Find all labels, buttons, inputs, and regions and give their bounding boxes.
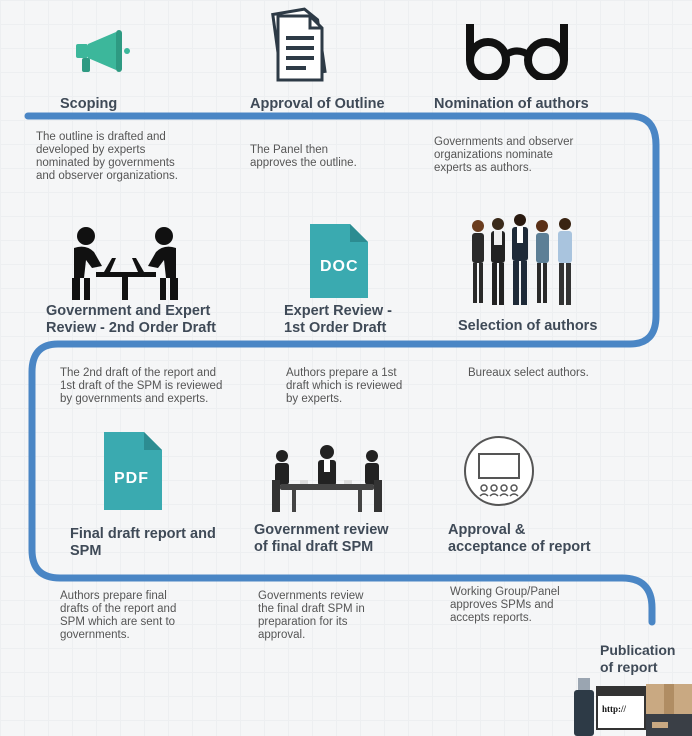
conference-table-icon: [272, 445, 382, 512]
meeting-icon: [72, 227, 178, 300]
step-desc-final-draft: Authors prepare final drafts of the repo…: [60, 590, 177, 641]
step-title-gov-expert-review: Government and Expert Review - 2nd Order…: [46, 303, 217, 336]
megaphone-icon: [76, 30, 130, 72]
step-title-approval-outline: Approval of Outline: [250, 96, 385, 112]
step-title-publication: Publication of report: [600, 642, 676, 675]
pdf-file-label: PDF: [114, 470, 149, 487]
step-title-selection: Selection of authors: [458, 318, 598, 334]
document-stack-icon: [271, 7, 327, 82]
people-group-icon: [472, 214, 572, 305]
step-title-expert-review: Expert Review - 1st Order Draft: [284, 303, 392, 336]
step-title-final-draft: Final draft report and SPM: [70, 526, 216, 559]
doc-file-icon: [310, 224, 368, 298]
step-title-gov-review: Government review of final draft SPM: [254, 522, 389, 555]
usb-drive-icon: [574, 678, 594, 736]
presentation-icon: [464, 436, 534, 506]
step-desc-scoping: The outline is drafted and developed by …: [36, 131, 178, 182]
step-desc-selection: Bureaux select authors.: [468, 367, 589, 379]
pdf-file-icon: [104, 432, 162, 510]
browser-window-icon: http://: [596, 686, 646, 730]
browser-titlebar: [598, 688, 644, 696]
step-desc-expert-review: Authors prepare a 1st draft which is rev…: [286, 367, 403, 405]
step-title-approval-acceptance: Approval & acceptance of report: [448, 522, 591, 555]
step-title-nomination: Nomination of authors: [434, 96, 589, 112]
step-desc-gov-review: Governments review the final draft SPM i…: [258, 590, 365, 641]
step-title-scoping: Scoping: [60, 96, 118, 112]
step-desc-nomination: Governments and observer organizations n…: [434, 136, 574, 174]
browser-url-label: http://: [602, 704, 627, 714]
glasses-icon: [466, 24, 568, 80]
step-desc-approval-outline: The Panel then approves the outline.: [250, 144, 357, 169]
doc-file-label: DOC: [320, 258, 359, 275]
book-box-icon: [646, 684, 692, 736]
step-desc-gov-expert-review: The 2nd draft of the report and 1st draf…: [60, 367, 223, 405]
step-desc-approval-acceptance: Working Group/Panel approves SPMs and ac…: [450, 586, 560, 624]
